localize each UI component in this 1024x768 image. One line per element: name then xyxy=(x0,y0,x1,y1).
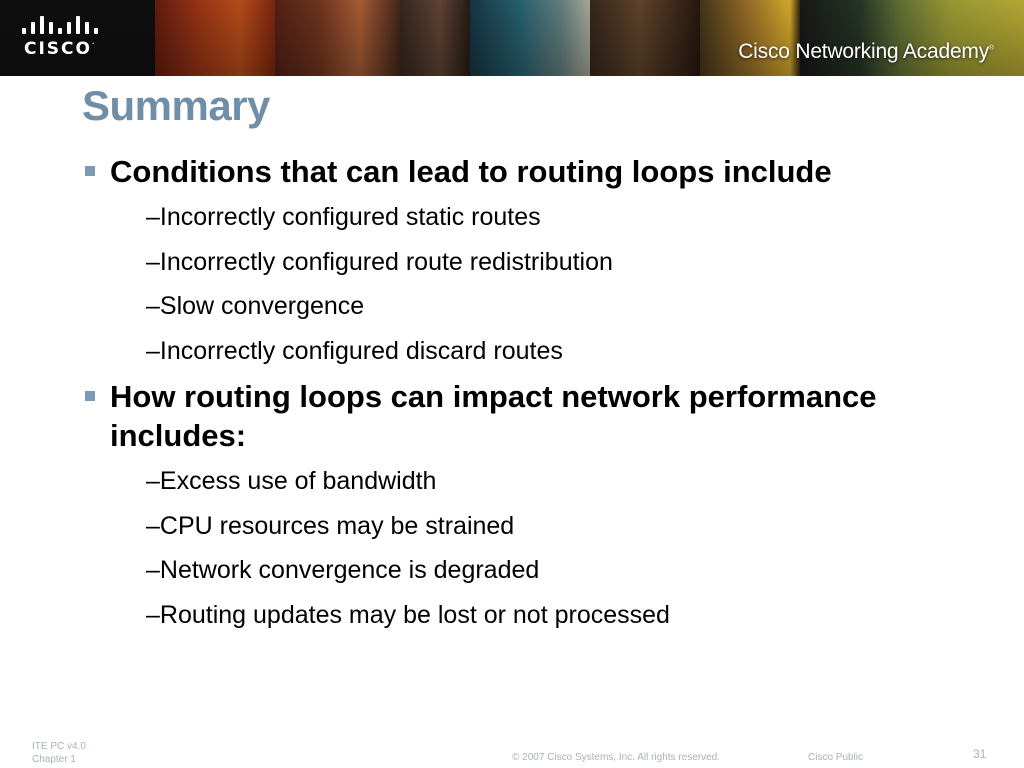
bullet-square-icon xyxy=(85,166,95,176)
list-item: –Slow convergence xyxy=(146,292,365,320)
list-item: –Routing updates may be lost or not proc… xyxy=(146,600,670,629)
bullet-group: Conditions that can lead to routing loop… xyxy=(84,152,984,373)
page-number: 31 xyxy=(973,747,987,761)
bullet-group: How routing loops can impact network per… xyxy=(84,377,984,637)
cisco-logo-text: CISCO. xyxy=(24,39,95,59)
list-item: –Incorrectly configured static routes xyxy=(146,203,541,231)
footer-course-info: ITE PC v4.0 Chapter 1 xyxy=(32,740,86,766)
cisco-logo: CISCO. xyxy=(14,12,144,62)
banner-shade xyxy=(0,0,1024,76)
list-item: –Network convergence is degraded xyxy=(146,556,540,584)
bullet-heading: Conditions that can lead to routing loop… xyxy=(84,152,984,191)
footer-course: ITE PC v4.0 xyxy=(32,741,86,752)
footer-chapter: Chapter 1 xyxy=(32,754,76,765)
slide-content: Conditions that can lead to routing loop… xyxy=(84,152,984,637)
list-item: –CPU resources may be strained xyxy=(146,511,515,540)
footer-classification: Cisco Public xyxy=(808,752,864,763)
list-item: –Incorrectly configured discard routes xyxy=(146,336,563,365)
list-item: –Excess use of bandwidth xyxy=(146,467,437,495)
list-item: –Incorrectly configured route redistribu… xyxy=(146,247,613,276)
bullet-square-icon xyxy=(85,391,95,401)
bullet-heading: How routing loops can impact network per… xyxy=(84,377,984,455)
academy-title: Cisco Networking Academy® xyxy=(738,40,994,63)
slide-title: Summary xyxy=(82,82,270,129)
header-banner: CISCO. Cisco Networking Academy® xyxy=(0,0,1024,76)
sub-list: –Excess use of bandwidth –CPU resources … xyxy=(146,459,984,637)
footer-copyright: © 2007 Cisco Systems, Inc. All rights re… xyxy=(512,752,721,763)
cisco-bars-icon xyxy=(22,16,98,34)
sub-list: –Incorrectly configured static routes –I… xyxy=(146,195,984,373)
